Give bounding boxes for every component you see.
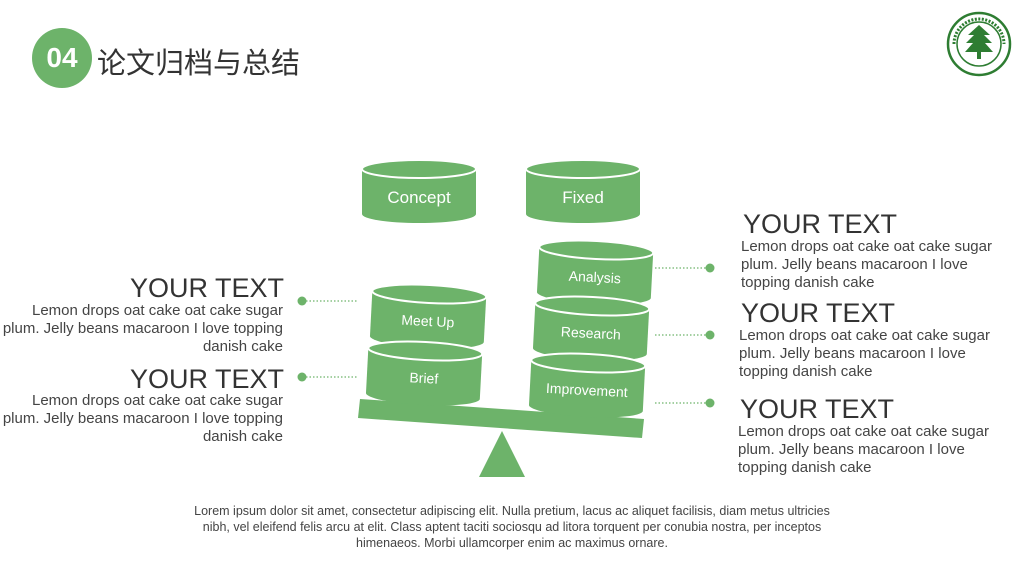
cylinder-label: Brief [409, 369, 439, 386]
cylinder-meet-up: Meet Up [368, 281, 488, 352]
cylinder-label: Research [561, 323, 622, 342]
connector-left-1 [297, 296, 357, 306]
cylinder-brief: Brief [364, 338, 484, 409]
balance-beam [358, 399, 644, 438]
cylinder-label: Concept [387, 188, 451, 207]
cylinder-label: Analysis [568, 268, 621, 287]
university-logo [946, 11, 1012, 77]
text-body-left-2: Lemon drops oat cake oat cake sugar plum… [2, 392, 283, 445]
text-heading-right-2: YOUR TEXT [741, 298, 896, 328]
text-body-right-2: Lemon drops oat cake oat cake sugar plum… [739, 327, 990, 380]
cylinder-analysis: Analysis [535, 237, 655, 308]
connector-left-2 [297, 372, 357, 382]
cylinder-fixed: Fixed [525, 159, 641, 224]
cylinder-label: Meet Up [401, 312, 455, 331]
cylinder-label: Fixed [562, 188, 604, 207]
cylinder-research: Research [531, 293, 651, 364]
text-heading-left-2: YOUR TEXT [129, 364, 284, 394]
text-heading-right-1: YOUR TEXT [743, 209, 898, 239]
text-body-right-1: Lemon drops oat cake oat cake sugar plum… [741, 238, 992, 291]
text-body-right-3: Lemon drops oat cake oat cake sugar plum… [738, 423, 989, 476]
cylinder-improvement: Improvement [527, 350, 647, 421]
pivot-triangle [479, 431, 525, 477]
cylinder-label: Improvement [546, 380, 629, 400]
text-body-left-1: Lemon drops oat cake oat cake sugar plum… [2, 302, 283, 355]
section-number: 04 [46, 42, 78, 73]
connector-right-3 [655, 398, 715, 408]
page-title: 论文归档与总结 [97, 46, 301, 80]
footer-paragraph: Lorem ipsum dolor sit amet, consectetur … [194, 504, 830, 550]
text-heading-right-3: YOUR TEXT [740, 394, 895, 424]
connector-right-2 [655, 330, 715, 340]
cylinder-concept: Concept [361, 159, 477, 224]
section-number-badge: 04 [32, 28, 92, 88]
connector-right-1 [655, 263, 715, 273]
text-heading-left-1: YOUR TEXT [129, 273, 284, 303]
